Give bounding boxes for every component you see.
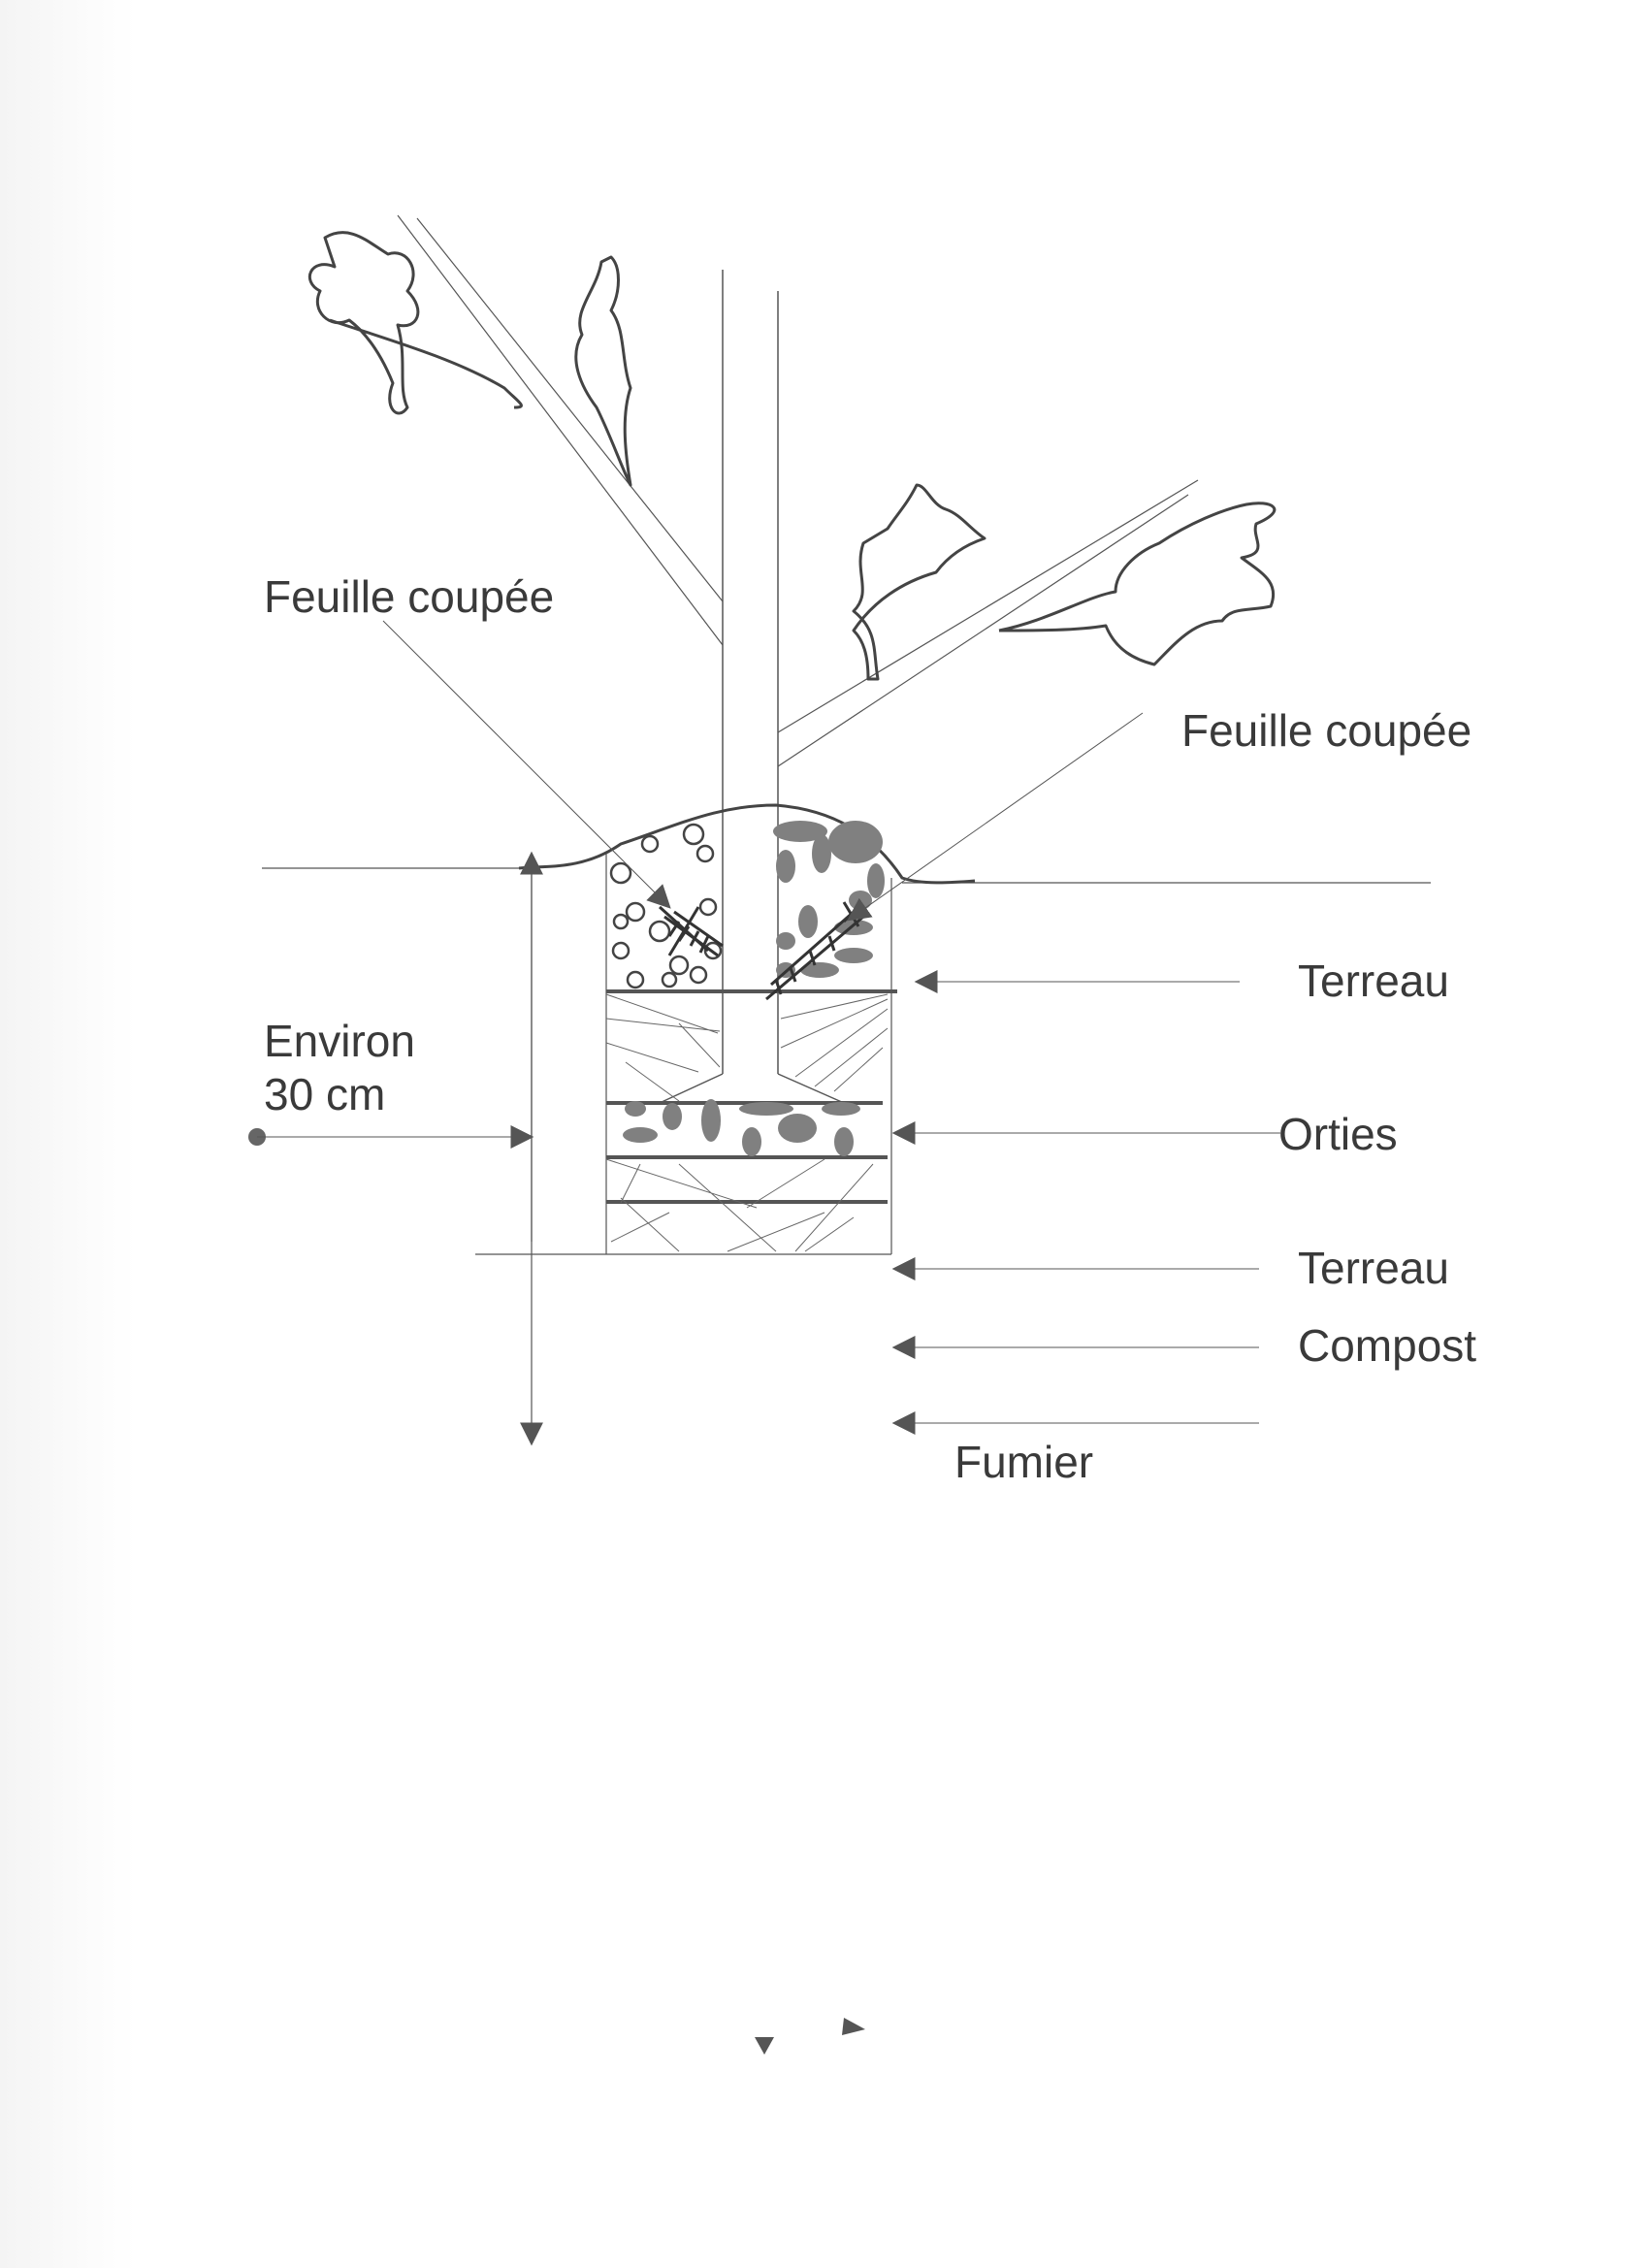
pebble-texture [623, 821, 885, 1156]
right-branch [777, 479, 1199, 767]
label-cut-leaf-right: Feuille coupée [1181, 705, 1472, 756]
label-fumier: Fumier [954, 1437, 1094, 1487]
mound [518, 803, 976, 885]
layer-arrows [891, 970, 1280, 1435]
ground-line [262, 867, 1431, 1255]
leader-cut-leaf-left [382, 620, 671, 909]
label-terreau-top: Terreau [1298, 956, 1449, 1006]
stray-marks [755, 2018, 865, 2055]
label-depth-line1: Environ [264, 1016, 415, 1066]
label-terreau-mid: Terreau [1298, 1243, 1449, 1293]
leader-cut-leaf-right [847, 712, 1144, 922]
leaves [307, 231, 1277, 681]
scan-shadow [0, 0, 136, 2268]
hatch-texture [605, 993, 889, 1252]
planting-hole [605, 854, 892, 1254]
label-cut-leaf-left: Feuille coupée [264, 571, 555, 622]
cut-leaf-marks [658, 901, 864, 1001]
label-depth-line2: 30 cm [264, 1069, 386, 1119]
label-orties: Orties [1278, 1109, 1398, 1159]
terreau-texture [609, 823, 723, 989]
label-compost: Compost [1298, 1320, 1477, 1371]
left-branch [397, 214, 724, 646]
trunk [659, 270, 845, 1104]
